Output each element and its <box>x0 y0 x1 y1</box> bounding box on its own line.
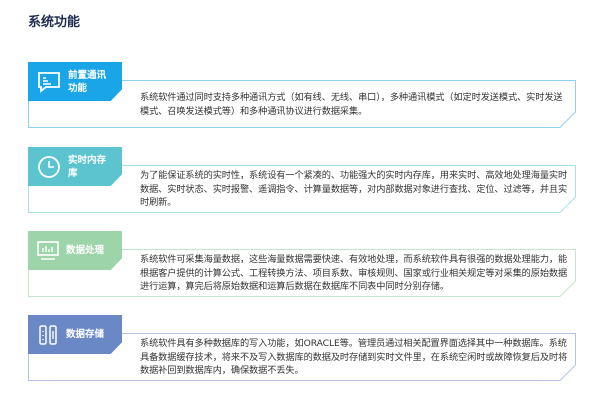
card-label: 实时内存库 <box>28 147 122 186</box>
card-description: 系统软件具有多种数据库的写入功能，如ORACLE等。管理员通过相关配置界面选择其… <box>140 338 568 376</box>
card-label-text: 前置通讯功能 <box>68 69 107 94</box>
page-title: 系统功能 <box>28 15 81 30</box>
card-outline <box>28 249 576 297</box>
card-label: 数据处理 <box>28 231 122 270</box>
feature-card-data-storage: 数据存储 系统软件具有多种数据库的写入功能，如ORACLE等。管理员通过相关配置… <box>28 315 576 381</box>
card-outline <box>28 80 576 128</box>
feature-card-data-processing: 数据处理 系统软件可采集海量数据，这些海量数据需要快速、有效地处理，而系统软件具… <box>28 231 576 297</box>
storage-icon <box>34 322 62 348</box>
card-label-text: 数据处理 <box>66 245 105 256</box>
card-outline <box>28 165 576 213</box>
card-label-text: 数据存储 <box>66 329 105 340</box>
monitor-chart-icon <box>34 238 62 264</box>
feature-card-communication: 前置通讯功能 系统软件通过同时支持多种通讯方式（如有线、无线、串口），多种通讯模… <box>28 62 576 128</box>
card-label: 数据存储 <box>28 315 122 354</box>
card-description: 系统软件通过同时支持多种通讯方式（如有线、无线、串口），多种通讯模式（如定时发送… <box>140 92 563 117</box>
clock-icon <box>34 154 64 180</box>
card-label-text: 实时内存库 <box>68 154 107 179</box>
chat-icon <box>34 69 64 95</box>
card-description: 为了能保证系统的实时性，系统设有一个紧凑的、功能强大的实时内存库，用来实时、高效… <box>140 170 568 208</box>
card-label: 前置通讯功能 <box>28 62 122 101</box>
card-description: 系统软件可采集海量数据，这些海量数据需要快速、有效地处理，而系统软件具有很强的数… <box>140 254 568 292</box>
card-outline <box>28 333 576 381</box>
feature-card-realtime-db: 实时内存库 为了能保证系统的实时性，系统设有一个紧凑的、功能强大的实时内存库，用… <box>28 147 576 213</box>
